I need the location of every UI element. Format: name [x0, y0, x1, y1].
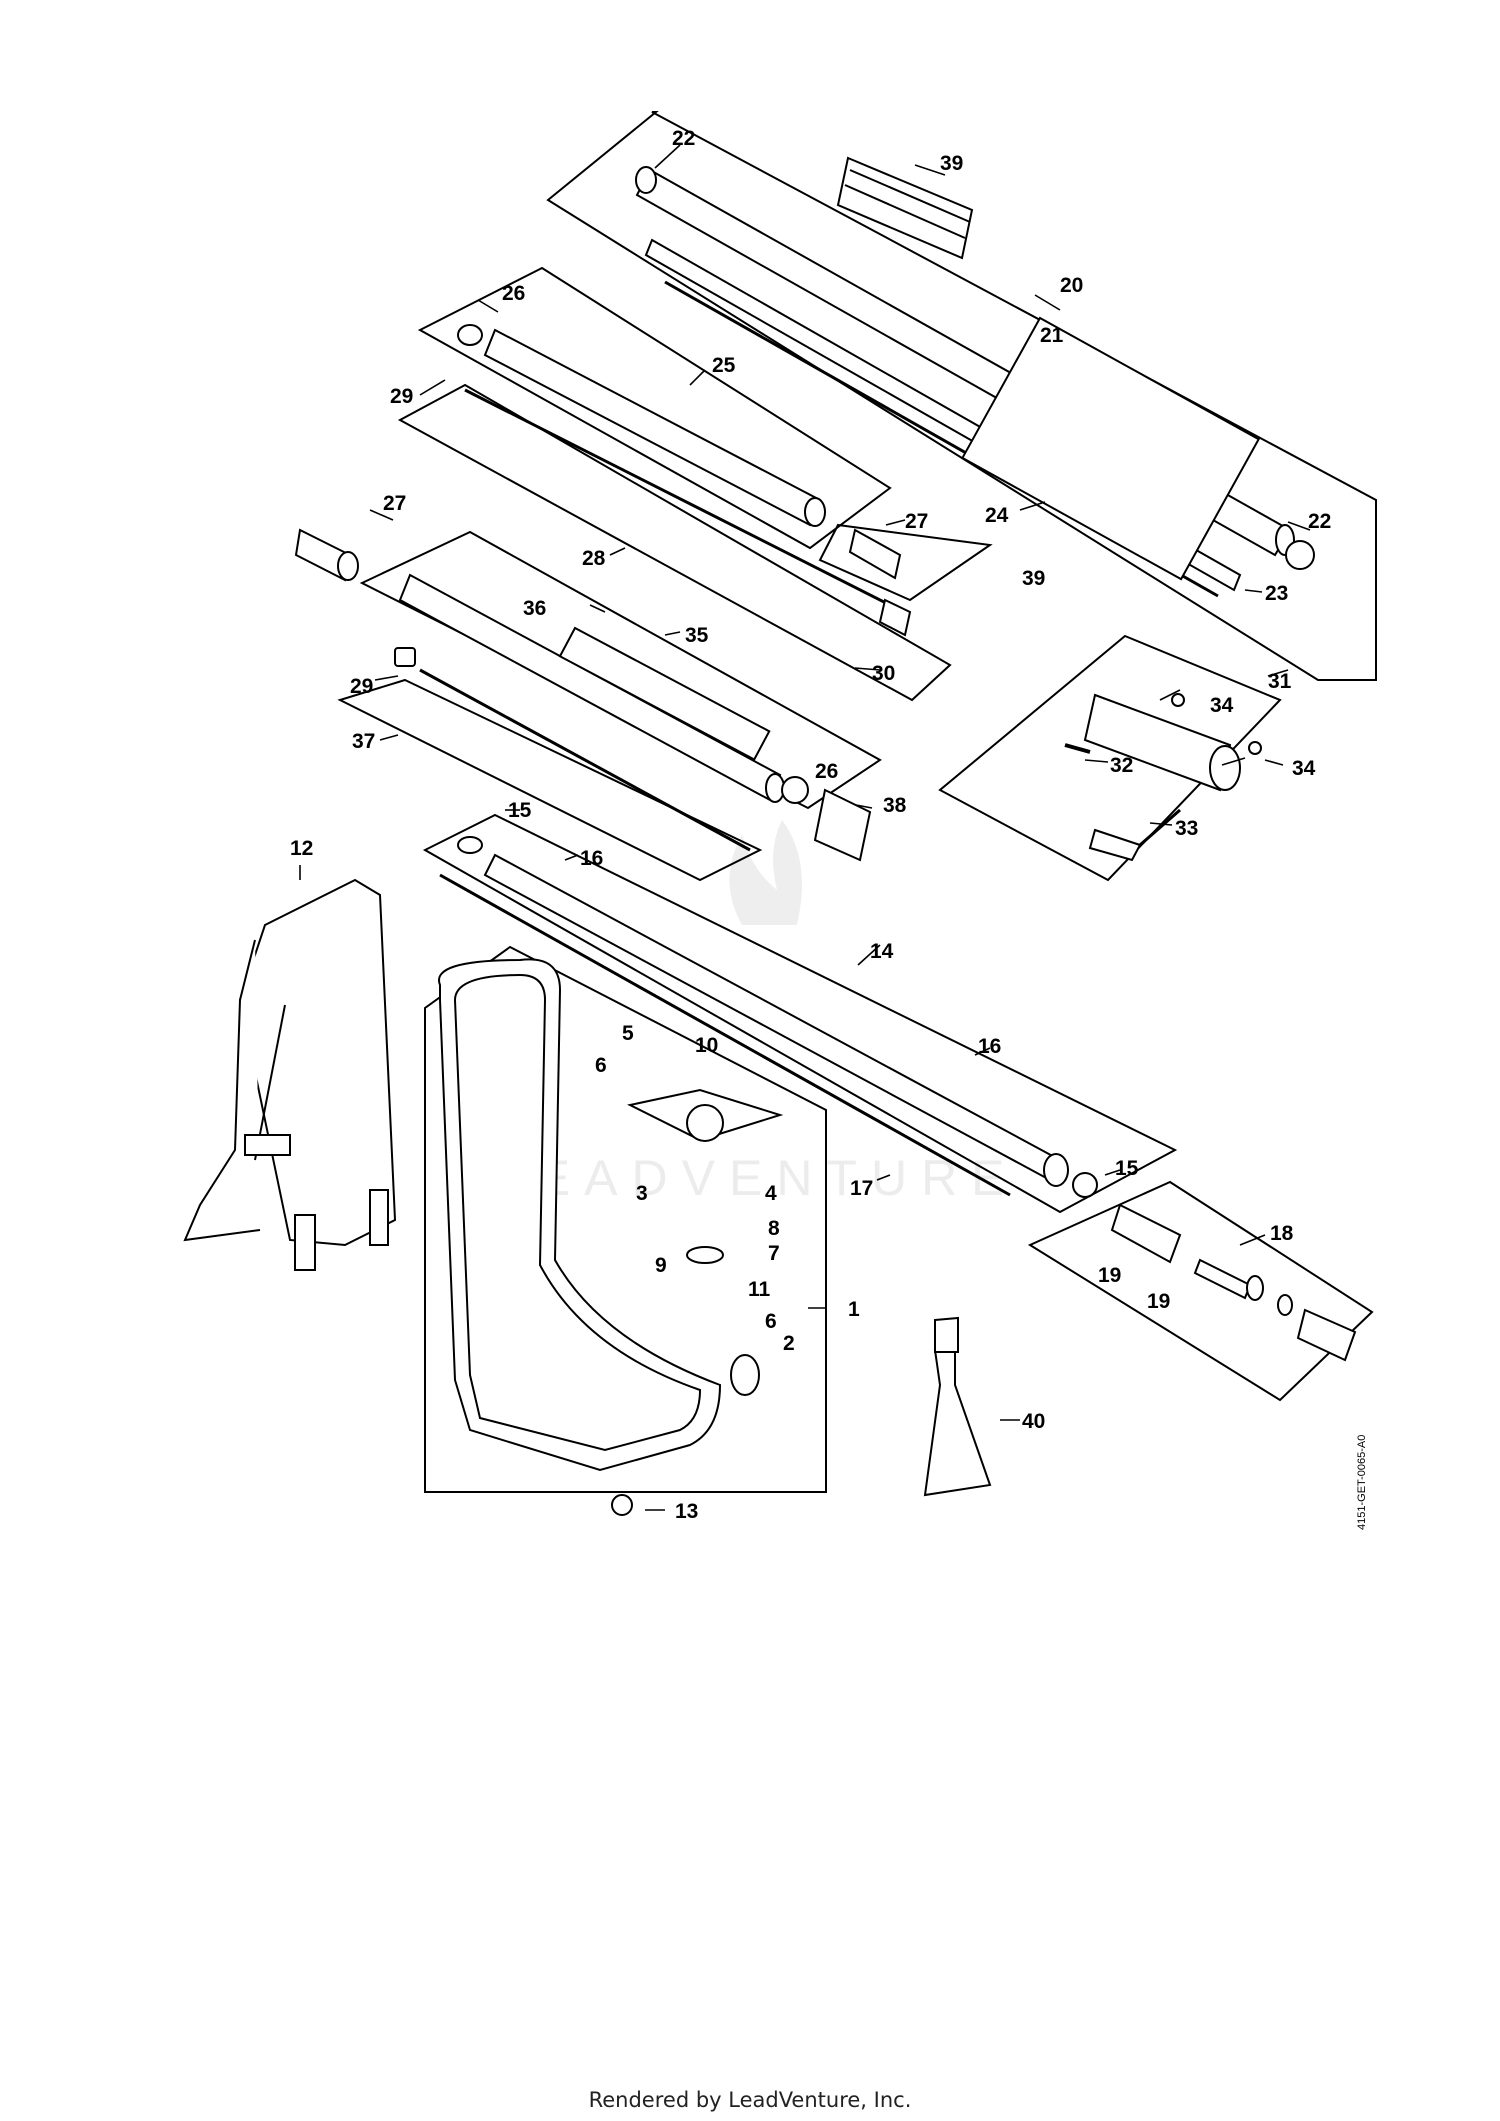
callout-24: 24	[985, 504, 1009, 527]
frame-group-27	[818, 523, 993, 602]
backpack-12	[183, 878, 397, 1271]
callout-5: 5	[622, 1022, 634, 1045]
callout-23: 23	[1265, 582, 1288, 605]
footer-text: Rendered by LeadVenture, Inc.	[588, 2088, 912, 2112]
frame-group-28	[397, 383, 952, 702]
callout-8: 8	[768, 1217, 780, 1240]
callout-37: 37	[352, 730, 375, 753]
callout-27: 27	[383, 492, 406, 515]
handle-31	[1064, 693, 1262, 862]
callout-39: 39	[940, 152, 963, 175]
callout-35: 35	[685, 624, 709, 647]
callout-34b: 34	[1292, 757, 1316, 780]
frame-group-25	[417, 266, 892, 550]
callout-32: 32	[1110, 754, 1133, 777]
callout-16: 16	[580, 847, 603, 870]
watermark: LEADVENTURE	[495, 820, 1019, 1206]
callout-31: 31	[1268, 670, 1292, 693]
callout-29b: 29	[350, 675, 373, 698]
roller-39-top	[836, 156, 974, 260]
callout-6: 6	[595, 1054, 607, 1077]
callout-2: 2	[783, 1332, 795, 1355]
callout-36: 36	[523, 597, 546, 620]
callout-4: 4	[765, 1182, 777, 1205]
watermark-text: LEADVENTURE	[495, 1150, 1019, 1206]
callout-17: 17	[850, 1177, 873, 1200]
callout-34: 34	[1210, 694, 1234, 717]
frame-group-31	[938, 634, 1282, 882]
shaft-14	[439, 836, 1098, 1198]
callout-30: 30	[872, 662, 895, 685]
callout-9: 9	[655, 1254, 667, 1277]
leader-lines	[299, 144, 1311, 1511]
callout-22: 22	[672, 127, 695, 150]
frame-group-14	[422, 813, 1178, 1214]
callout-20: 20	[1060, 274, 1083, 297]
callout-6b: 6	[765, 1310, 777, 1333]
callout-15: 15	[508, 799, 532, 822]
callout-39b: 39	[1022, 567, 1045, 590]
callout-25: 25	[712, 354, 736, 377]
callout-3: 3	[636, 1182, 648, 1205]
coupling-18	[1110, 1203, 1357, 1362]
callout-13: 13	[675, 1500, 698, 1523]
drawing-code: 4151-GET-0065-A0	[1356, 1435, 1368, 1530]
callout-38: 38	[883, 794, 907, 817]
callout-15b: 15	[1115, 1157, 1139, 1180]
callout-40: 40	[1022, 1410, 1045, 1433]
callout-27b: 27	[905, 510, 928, 533]
callout-22b: 22	[1308, 510, 1331, 533]
callout-labels: 1 2 3 4 5 6 6 7 8 9 10 11 12 13 14 15 15…	[290, 127, 1368, 1530]
frame-group-37	[337, 678, 763, 882]
callout-12: 12	[290, 837, 313, 860]
callout-18: 18	[1270, 1222, 1294, 1245]
callout-33: 33	[1175, 817, 1198, 840]
callout-16b: 16	[978, 1035, 1001, 1058]
callout-21: 21	[1040, 324, 1064, 347]
tube-35	[394, 573, 872, 862]
harness-frame-1	[438, 958, 784, 1516]
callout-7: 7	[768, 1242, 780, 1265]
callout-11: 11	[748, 1278, 771, 1301]
grease-tube-40	[923, 1316, 992, 1497]
callout-19: 19	[1098, 1264, 1121, 1287]
callout-1: 1	[848, 1298, 860, 1321]
callout-14: 14	[870, 940, 894, 963]
callout-26: 26	[502, 282, 525, 305]
frame-group-18	[1027, 1180, 1374, 1402]
tube-20	[635, 156, 1315, 598]
callout-29: 29	[390, 385, 413, 408]
tube-25	[294, 324, 912, 637]
callout-19b: 19	[1147, 1290, 1170, 1313]
callout-28: 28	[582, 547, 606, 570]
callout-26b: 26	[815, 760, 838, 783]
frame-group-35	[359, 530, 882, 810]
frame-group-20	[546, 111, 1377, 681]
callout-10: 10	[695, 1034, 718, 1057]
